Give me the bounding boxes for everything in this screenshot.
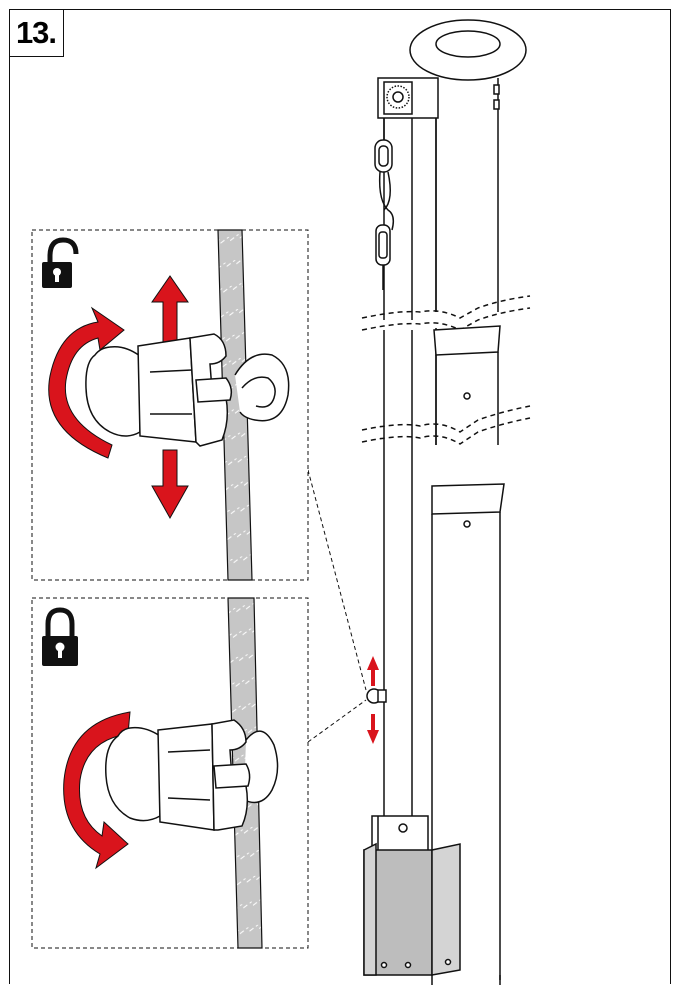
strap bbox=[217, 229, 253, 581]
up-down-arrows bbox=[151, 275, 189, 520]
pole-upper-section bbox=[435, 78, 499, 312]
detail-panel-locked bbox=[31, 597, 309, 949]
strap-clip bbox=[85, 333, 290, 447]
strap-clip bbox=[105, 719, 279, 831]
callout-leaders bbox=[307, 469, 367, 743]
pole bbox=[361, 19, 531, 980]
pole-sleeve-joint bbox=[433, 325, 501, 356]
unlocked-padlock-icon bbox=[42, 237, 79, 288]
locked-padlock-icon bbox=[42, 607, 78, 666]
detail-panel-unlocked bbox=[31, 229, 309, 581]
break-line bbox=[361, 295, 531, 319]
figure-frame bbox=[9, 9, 671, 984]
tension-arrows bbox=[367, 656, 379, 744]
base-housing bbox=[363, 815, 501, 985]
rotate-arrow-down bbox=[63, 711, 131, 870]
carabiner-hook bbox=[374, 118, 395, 290]
step-number: 13. bbox=[9, 9, 64, 57]
pole-lower-sleeve bbox=[431, 483, 505, 515]
pulley-block bbox=[377, 77, 439, 119]
rotate-arrow-up bbox=[48, 306, 125, 459]
cord-tensioner bbox=[366, 688, 387, 704]
